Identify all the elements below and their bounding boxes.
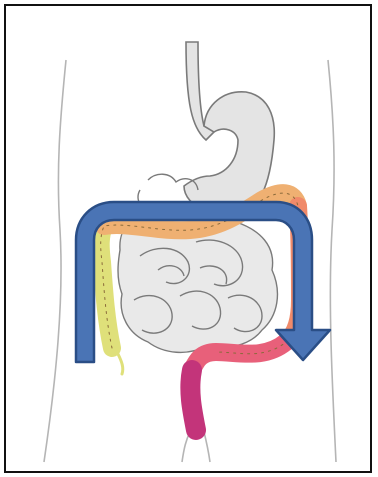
rectum [190,370,196,430]
left-body-contour [44,60,66,462]
right-body-contour [328,60,336,462]
ascending-colon [101,226,112,348]
sigmoid-colon [192,342,286,370]
appendix [118,354,123,374]
right-leg-contour [204,432,210,462]
